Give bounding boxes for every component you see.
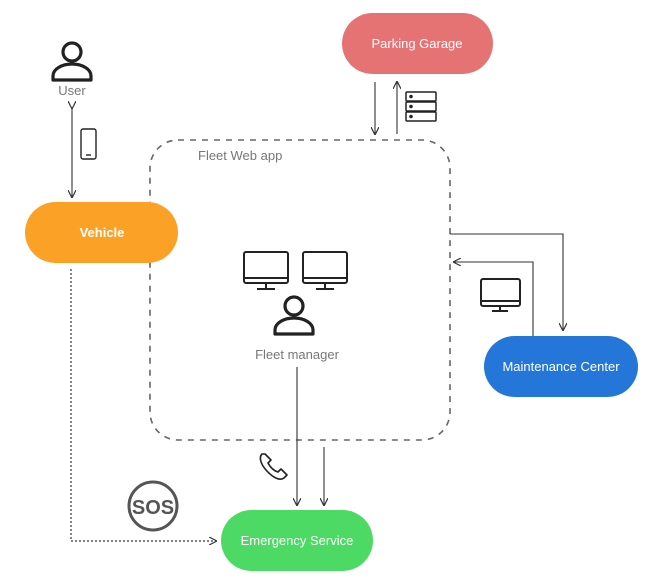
monitor-icon	[302, 251, 348, 290]
boundary-label: Fleet Web app	[198, 148, 282, 163]
server-icon	[405, 91, 437, 122]
monitor-icon	[480, 278, 521, 312]
smartphone-icon	[80, 128, 97, 160]
user-label: User	[58, 83, 86, 98]
person-icon	[273, 295, 315, 336]
emergency-service-node	[221, 510, 373, 571]
maintenance-center-label: Maintenance Center	[502, 359, 620, 374]
parking-garage-node	[342, 13, 493, 74]
fleet-web-app-boundary	[149, 139, 451, 441]
fleet-manager-label: Fleet manager	[255, 347, 339, 362]
vehicle-emergency-link	[70, 269, 216, 541]
maintenance-center-node	[484, 336, 638, 397]
person-icon	[51, 41, 93, 82]
vehicle-label: Vehicle	[80, 225, 125, 240]
phone-icon	[259, 453, 288, 480]
sos-label: SOS	[132, 497, 174, 519]
sos-icon: SOS	[127, 480, 179, 532]
emergency-service-label: Emergency Service	[241, 533, 354, 548]
monitor-icon	[243, 251, 289, 290]
parking-garage-label: Parking Garage	[371, 36, 462, 51]
vehicle-node	[25, 202, 178, 263]
app-to-maintenance-link	[450, 233, 563, 330]
maintenance-to-app-link	[454, 262, 534, 338]
